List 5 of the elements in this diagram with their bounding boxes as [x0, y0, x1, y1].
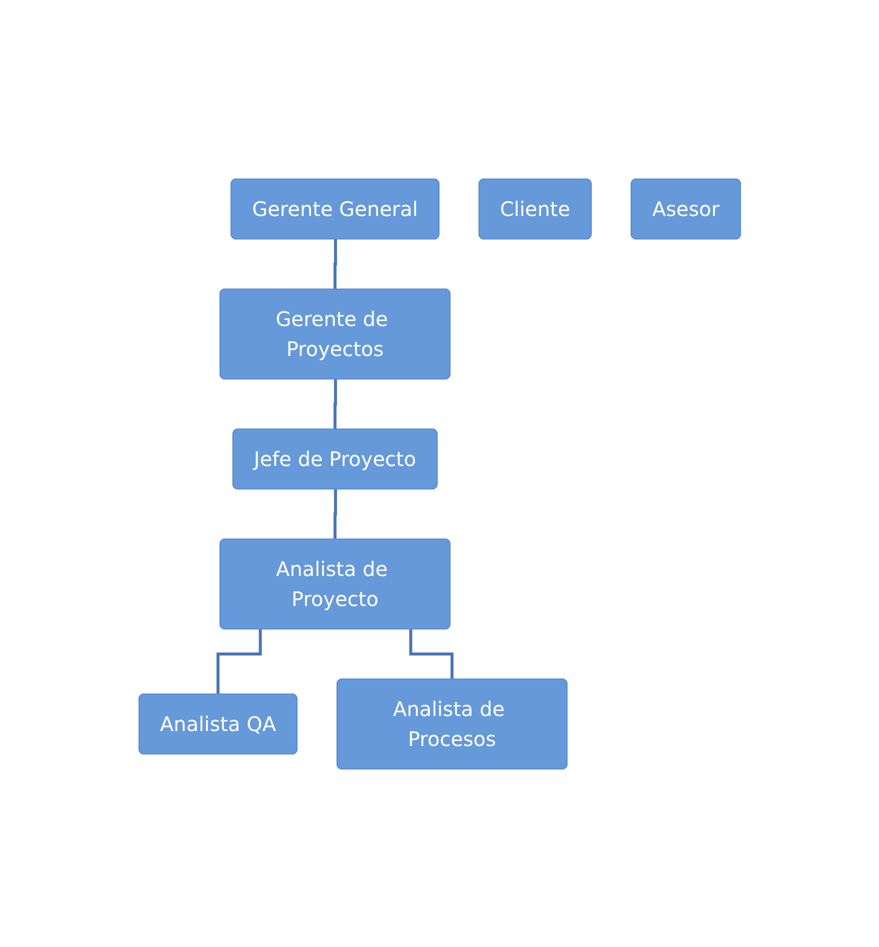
connector [333, 379, 337, 430]
connector [333, 489, 337, 540]
connector [409, 629, 454, 680]
connector [333, 239, 337, 290]
connector [216, 629, 262, 696]
